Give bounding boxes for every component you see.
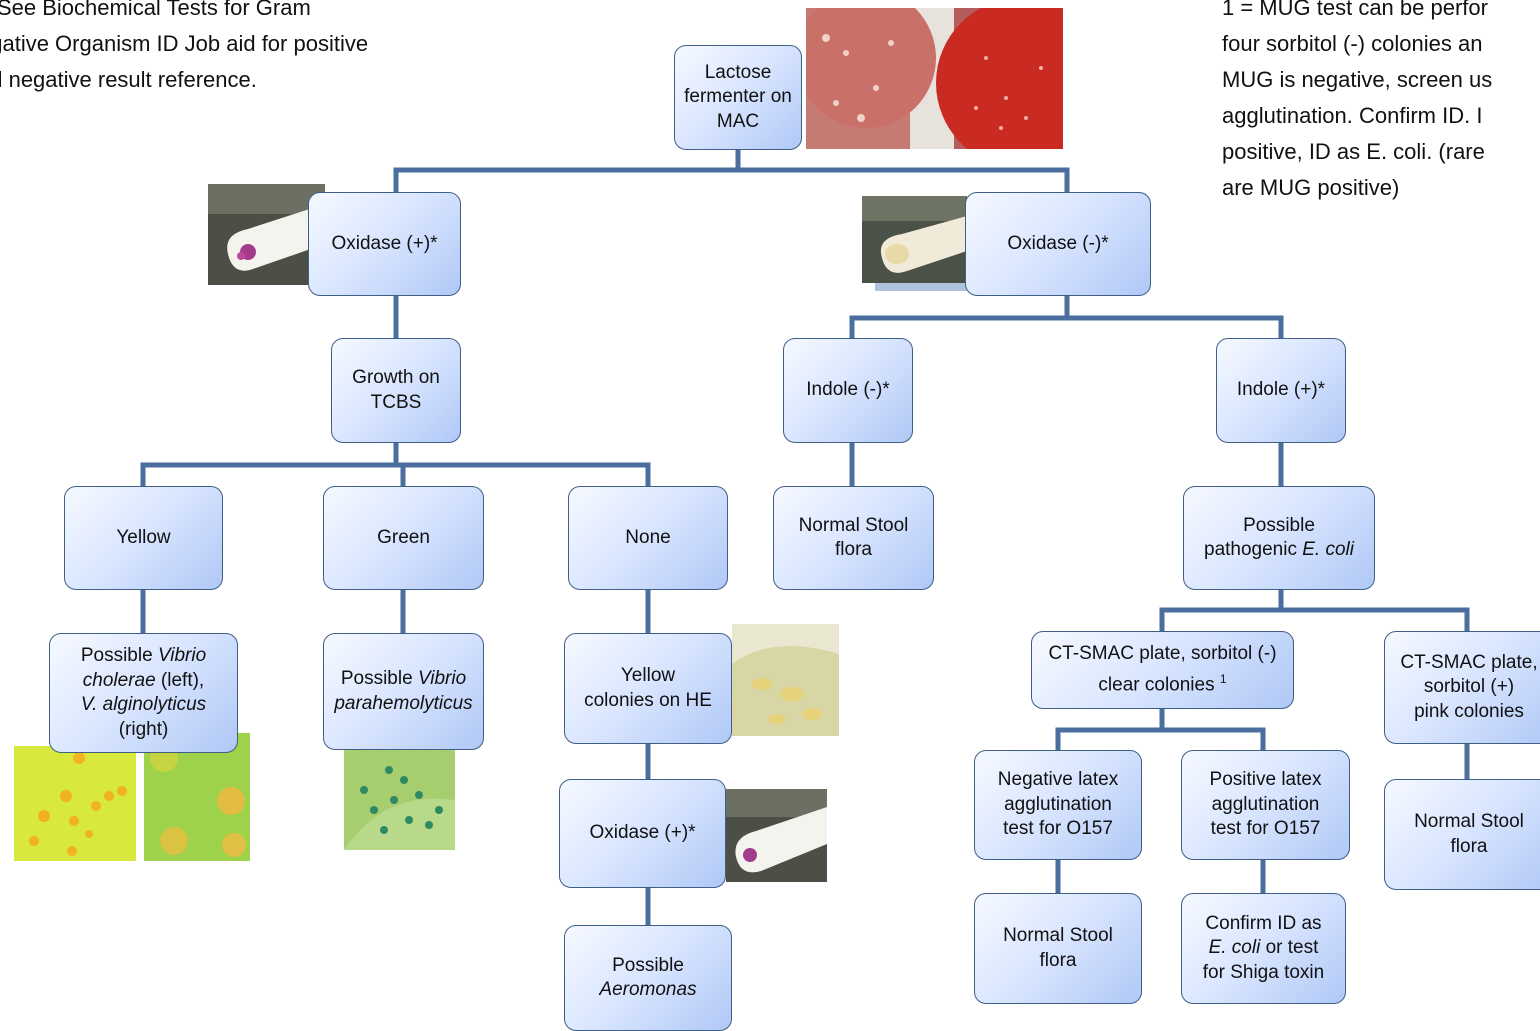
node-label: Indole (+)* bbox=[1236, 379, 1326, 401]
oxidase-negative-node: Oxidase (-)* bbox=[965, 192, 1151, 296]
connector bbox=[1055, 706, 1266, 753]
vibrio-cholerae-plate-photo bbox=[14, 746, 136, 861]
node-label: CT-SMAC plate, sorbitol (-)clear colonie… bbox=[1048, 643, 1277, 696]
node-label: Oxidase (-)* bbox=[1007, 232, 1109, 254]
reference-note: = See Biochemical Tests for Gram egative… bbox=[0, 0, 369, 92]
swab-photo-shadow bbox=[875, 283, 967, 291]
connector bbox=[1055, 857, 1266, 896]
mug-footnote: 1 = MUG test can be perfor four sorbitol… bbox=[1222, 0, 1493, 200]
connector bbox=[140, 440, 651, 489]
green-node: Green bbox=[323, 486, 484, 590]
oxidase-negative-swab-photo bbox=[862, 196, 967, 283]
ctsmac-sorbitol-positive-node: CT-SMAC plate,sorbitol (+)pink colonies bbox=[1384, 631, 1540, 744]
none-node: None bbox=[568, 486, 728, 590]
node-label: Oxidase (+)* bbox=[331, 232, 438, 254]
vibrio-parahemolyticus-plate-photo bbox=[344, 750, 455, 850]
connector bbox=[849, 293, 1284, 341]
mac-plate-photo bbox=[806, 8, 1063, 149]
indole-positive-node: Indole (+)* bbox=[1216, 338, 1346, 443]
node-label: Indole (-)* bbox=[806, 379, 890, 401]
connector bbox=[140, 587, 651, 636]
oxidase-positive-swab-photo-2 bbox=[726, 789, 827, 882]
ctsmac-sorbitol-negative-node: CT-SMAC plate, sorbitol (-)clear colonie… bbox=[1031, 631, 1294, 709]
he-plate-photo bbox=[732, 624, 839, 736]
oxidase-positive-node-2: Oxidase (+)* bbox=[559, 779, 726, 888]
oxidase-positive-swab-photo bbox=[208, 184, 325, 285]
node-label: CT-SMAC plate,sorbitol (+)pink colonies bbox=[1400, 651, 1538, 722]
connector bbox=[1159, 587, 1470, 634]
yellow-node: Yellow bbox=[64, 486, 223, 590]
node-label: Yellow bbox=[116, 526, 171, 548]
node-label: None bbox=[625, 526, 671, 548]
indole-negative-node: Indole (-)* bbox=[783, 338, 913, 443]
connector bbox=[393, 147, 1070, 195]
connector bbox=[849, 440, 1284, 489]
vibrio-alginolyticus-plate-photo bbox=[144, 733, 250, 861]
node-label: Green bbox=[377, 526, 430, 548]
node-label: Oxidase (+)* bbox=[589, 822, 696, 844]
oxidase-positive-node: Oxidase (+)* bbox=[308, 192, 461, 296]
